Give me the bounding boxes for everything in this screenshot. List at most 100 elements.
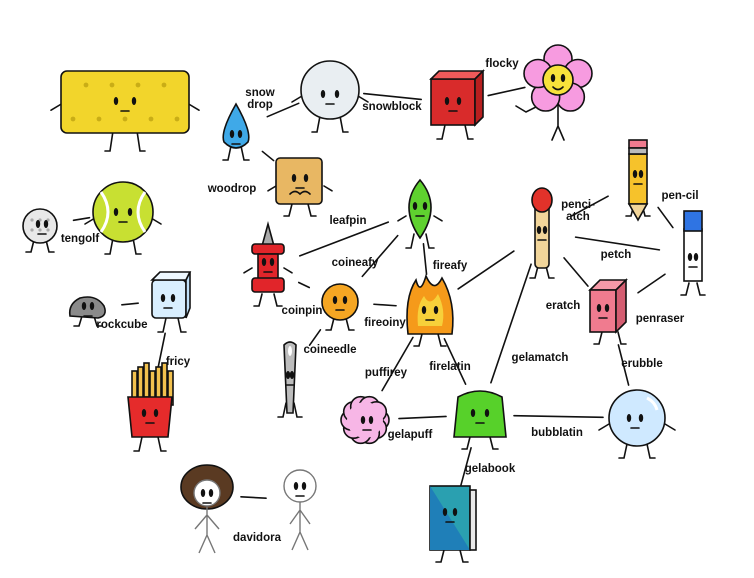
leg — [529, 265, 539, 279]
eye — [261, 258, 267, 266]
leg — [93, 315, 103, 327]
ship-label: erubble — [621, 358, 663, 370]
arm — [598, 423, 610, 431]
ship-label: bubblatin — [531, 427, 583, 439]
ship-edge — [373, 303, 397, 307]
leg — [413, 333, 423, 347]
eye — [229, 130, 235, 138]
eye — [368, 416, 374, 424]
leg — [696, 282, 706, 296]
eye — [153, 409, 159, 417]
leg — [277, 402, 287, 418]
ship-label: penraser — [636, 313, 685, 325]
characters — [22, 44, 706, 563]
arm — [433, 215, 443, 222]
character-icecube — [150, 271, 192, 333]
eye — [285, 371, 291, 379]
leg — [646, 443, 656, 459]
eye — [89, 302, 95, 310]
eye — [320, 90, 326, 98]
leg — [104, 130, 114, 152]
eye — [433, 306, 439, 314]
ship-label: rockcube — [96, 319, 147, 331]
eye — [170, 294, 176, 302]
arm — [283, 267, 293, 274]
character-teardrop — [222, 102, 250, 161]
ship-edge — [398, 415, 447, 420]
character-golfball — [22, 208, 58, 253]
leg — [273, 293, 283, 307]
arm — [243, 267, 253, 274]
edges — [72, 86, 674, 499]
ship-label: atch — [566, 211, 590, 223]
eye — [131, 97, 137, 105]
ship-edge — [266, 102, 300, 118]
ship-edge — [574, 236, 661, 251]
character-blocky — [429, 69, 485, 140]
leg — [45, 239, 55, 253]
ship-edge — [617, 344, 630, 386]
eye — [200, 489, 206, 497]
character-woody — [267, 157, 333, 217]
leg — [545, 265, 555, 279]
eye — [632, 170, 638, 178]
ship-label: gelapuff — [388, 429, 433, 441]
leg — [157, 436, 167, 452]
ship-edge — [381, 336, 414, 392]
eye — [604, 304, 610, 312]
eye — [536, 226, 542, 234]
character-needle — [277, 341, 303, 418]
arm — [323, 185, 333, 192]
arm — [357, 95, 369, 103]
character-rocky — [68, 296, 106, 327]
eye — [342, 296, 348, 304]
leg — [283, 203, 293, 217]
arm — [664, 423, 676, 431]
leg — [157, 317, 167, 333]
ship-label: davidora — [233, 532, 282, 544]
ship-edge — [121, 302, 139, 306]
eye — [693, 253, 699, 261]
ship-label: fricy — [166, 356, 191, 368]
ship-label: coineedle — [303, 344, 356, 356]
character-pin — [243, 220, 293, 307]
leg — [459, 549, 469, 563]
character-spongy — [50, 70, 200, 152]
eye — [237, 130, 243, 138]
leg — [339, 115, 349, 133]
leg — [489, 436, 499, 450]
eye — [303, 174, 309, 182]
character-tennisball — [84, 181, 162, 255]
ship-label: tengolf — [61, 233, 99, 245]
ship-edge — [563, 257, 589, 287]
ship-edge — [297, 281, 311, 289]
leg — [680, 282, 690, 296]
ship-label: flocky — [485, 58, 519, 70]
leg — [435, 549, 445, 563]
eye — [626, 414, 632, 422]
ship-edge — [487, 86, 526, 97]
eye — [293, 482, 299, 490]
ship-label: pen-cil — [661, 190, 698, 202]
ship-label: firelatin — [429, 361, 471, 373]
character-eraser — [588, 278, 628, 345]
ship-edge — [657, 206, 674, 229]
eye — [269, 258, 275, 266]
leg — [253, 293, 263, 307]
leg — [240, 145, 250, 161]
ship-edge — [422, 243, 428, 275]
eye — [332, 296, 338, 304]
ship-edge — [240, 496, 267, 499]
eye — [208, 489, 214, 497]
eye — [542, 226, 548, 234]
ship-label: eratch — [546, 300, 581, 312]
character-gelatin — [453, 390, 507, 450]
ship-edge — [363, 92, 422, 101]
eye — [35, 220, 41, 228]
leg — [593, 331, 603, 345]
ship-edge — [637, 273, 666, 294]
ship-edge — [308, 328, 322, 347]
eye — [687, 253, 693, 261]
ship-edge — [72, 216, 91, 222]
